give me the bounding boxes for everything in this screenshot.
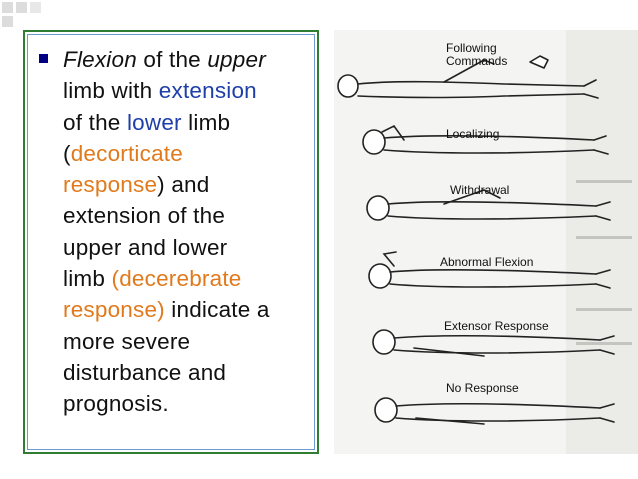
word-decorticate: decorticate xyxy=(70,140,183,166)
word-extension: extension xyxy=(158,78,257,104)
text-box: Flexion of the upper limb with extension… xyxy=(23,30,319,454)
label-following-commands: Following Commands xyxy=(446,41,508,68)
figure-following-commands-icon xyxy=(337,55,599,99)
stage-abnormal-flexion: Abnormal Flexion xyxy=(334,236,638,302)
scanned-page-edge xyxy=(566,30,638,454)
text-run: ) and xyxy=(157,172,210,198)
corner-decoration xyxy=(0,0,60,30)
figure-extensor-response-icon xyxy=(372,329,615,357)
text-run: of the xyxy=(136,47,208,72)
text-run: ( xyxy=(63,140,71,166)
bullet-text: Flexion of the upper limb with extension… xyxy=(63,44,313,420)
text-run: more severe xyxy=(63,328,191,354)
coma-responses-figure: Following Commands Localizing With xyxy=(334,30,638,454)
scan-line xyxy=(576,236,632,239)
text-run: limb xyxy=(63,266,112,292)
label-abnormal-flexion: Abnormal Flexion xyxy=(440,255,534,269)
text-run: indicate a xyxy=(164,297,270,323)
word-flexion: Flexion xyxy=(63,47,137,72)
stage-withdrawal: Withdrawal xyxy=(334,170,638,236)
word-response-2: response) xyxy=(63,297,165,323)
stage-extensor-response: Extensor Response xyxy=(334,302,638,368)
scan-line xyxy=(576,342,632,345)
word-upper: upper xyxy=(207,47,266,72)
figure-localizing-icon xyxy=(362,124,609,155)
text-run: limb with xyxy=(63,78,159,104)
scan-line xyxy=(576,308,632,311)
stage-no-response: No Response xyxy=(334,370,638,436)
text-run: limb xyxy=(181,109,231,135)
label-localizing: Localizing xyxy=(446,127,500,141)
label-withdrawal: Withdrawal xyxy=(450,183,510,197)
label-extensor-response: Extensor Response xyxy=(444,319,549,333)
text-run: disturbance and xyxy=(63,359,227,385)
text-run: extension of the xyxy=(63,203,226,229)
figure-abnormal-flexion-icon xyxy=(368,251,611,289)
word-response: response xyxy=(63,172,158,198)
scan-line xyxy=(576,180,632,183)
text-run: prognosis. xyxy=(63,391,169,417)
word-decerebrate: (decerebrate xyxy=(111,266,242,292)
text-run: upper and lower xyxy=(63,234,228,260)
figure-withdrawal-icon xyxy=(366,189,611,221)
figure-no-response-icon xyxy=(374,397,615,425)
stage-localizing: Localizing xyxy=(334,106,638,172)
bullet-square-icon xyxy=(39,54,48,63)
word-lower: lower xyxy=(126,109,182,135)
label-no-response: No Response xyxy=(446,381,519,395)
stage-following-commands: Following Commands xyxy=(334,40,638,106)
text-run: of the xyxy=(63,109,127,135)
